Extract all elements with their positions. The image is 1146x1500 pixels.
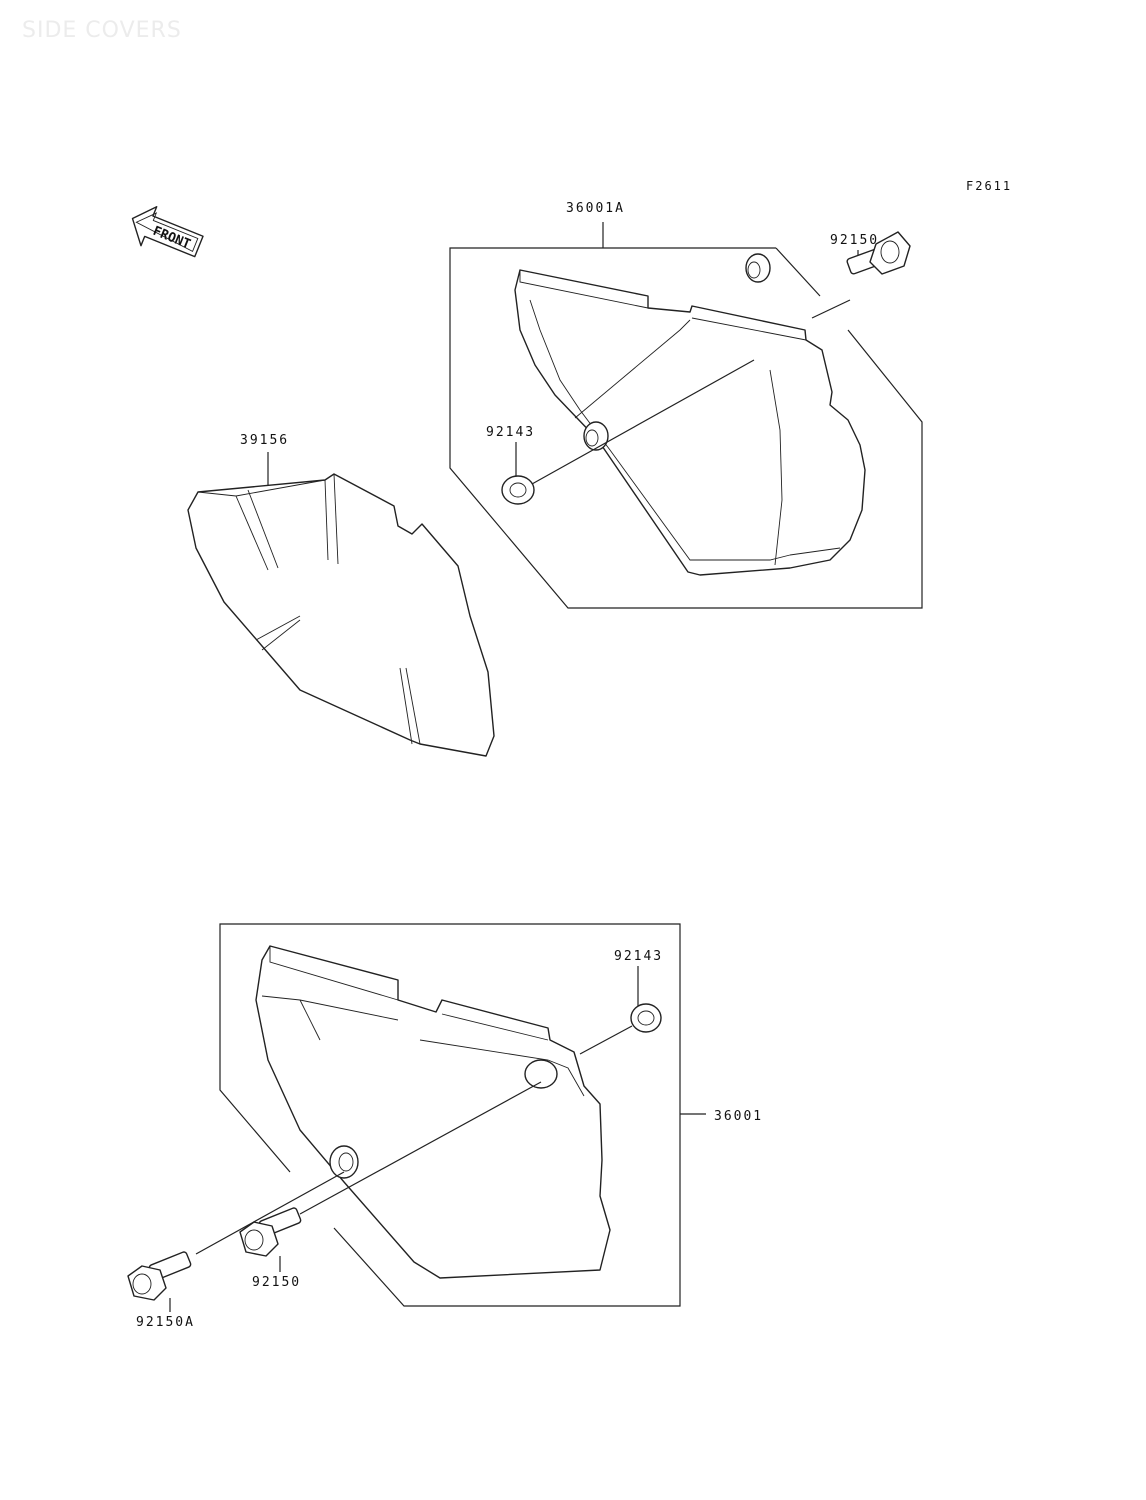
label-92150-top: 92150 — [830, 233, 879, 248]
label-36001a: 36001A — [566, 201, 625, 216]
grommet-top-icon — [501, 475, 535, 505]
grommet-bottom-icon — [630, 1003, 662, 1033]
bolt-bottom-icon — [239, 1207, 302, 1257]
label-36001: 36001 — [714, 1109, 763, 1124]
side-cover-left — [255, 945, 611, 1279]
label-92150-bottom: 92150 — [252, 1275, 301, 1290]
label-92143-top: 92143 — [486, 425, 535, 440]
side-cover-right — [514, 253, 866, 576]
page-title: SIDE COVERS — [22, 18, 182, 43]
bolt-top-icon — [846, 231, 911, 275]
group-frame-bottom — [219, 923, 681, 1307]
front-arrow-icon: FRONT — [131, 206, 204, 258]
label-92150a: 92150A — [136, 1315, 195, 1330]
group-frame-top — [449, 247, 923, 609]
bolt-bottom-a-icon — [127, 1251, 192, 1301]
label-39156: 39156 — [240, 433, 289, 448]
figure-code: F2611 — [966, 179, 1012, 193]
label-92143-bottom: 92143 — [614, 949, 663, 964]
number-plate — [187, 473, 495, 757]
